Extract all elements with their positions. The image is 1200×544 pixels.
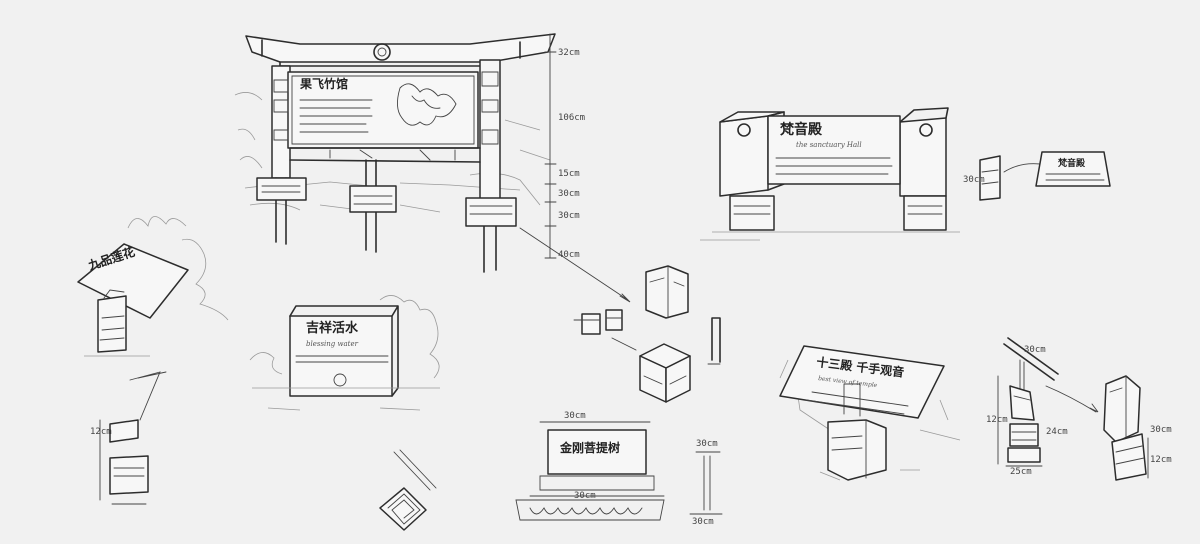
bench-dim-top: 30cm [564,411,586,421]
main-dim-3: 15cm [558,169,580,179]
lectern-dim-2: 12cm [986,415,1008,425]
main-dim-1: 32cm [558,48,580,58]
main-signboard-title: 果飞竹馆 [299,76,348,91]
bench-post-dim-bottom: 30cm [692,517,714,527]
lectern-dim-3: 24cm [1046,427,1068,437]
main-dim-5: 30cm [558,211,580,221]
spiral-piece-sketch [379,449,437,531]
water-stone-sketch: 吉祥活水 blessing water [249,295,440,411]
bench-post-dim-top: 30cm [696,439,718,449]
main-dim-6: 40cm [558,250,580,260]
main-dim-4: 30cm [558,189,580,199]
temple-small-plaque: 梵音殿 [1058,157,1086,169]
tilted-pillar-sketch: 30cm 12cm [1103,375,1172,481]
temple-sign-sketch: 梵音殿 the sanctuary Hall 30cm 梵音殿 [700,107,1111,241]
water-stone-title: 吉祥活水 [306,320,359,336]
main-signboard-sketch: 果飞竹馆 32cm 106cm 15cm 30cm 30cm 40cm [234,33,631,303]
main-dim-2: 106cm [558,113,585,123]
lotus-sign-sketch: 九品莲花 12cm [77,216,229,505]
lectern-dim-1: 30cm [1024,345,1046,355]
bench-sign-sketch: 30cm 金刚菩提树 30cm 30cm 30cm [515,411,723,527]
water-stone-subtitle: blessing water [306,340,359,348]
tilted-dim-1: 30cm [1150,425,1172,435]
slanted-sign-sketch: 十三殿 千手观音 best view of temple [779,345,961,481]
lectern-post-sketch: 30cm 12cm 24cm 25cm [986,337,1099,477]
temple-dim-side: 30cm [963,175,985,185]
pillar-dim: 12cm [90,427,112,437]
bench-sign-title: 金刚菩提树 [559,440,620,455]
lectern-dim-4: 25cm [1010,467,1032,477]
tilted-dim-2: 12cm [1150,455,1172,465]
bench-dim-bottom: 30cm [574,491,596,501]
blocks-sketch [573,265,721,403]
temple-sign-title: 梵音殿 [780,121,823,138]
temple-sign-subtitle: the sanctuary Hall [796,141,862,149]
